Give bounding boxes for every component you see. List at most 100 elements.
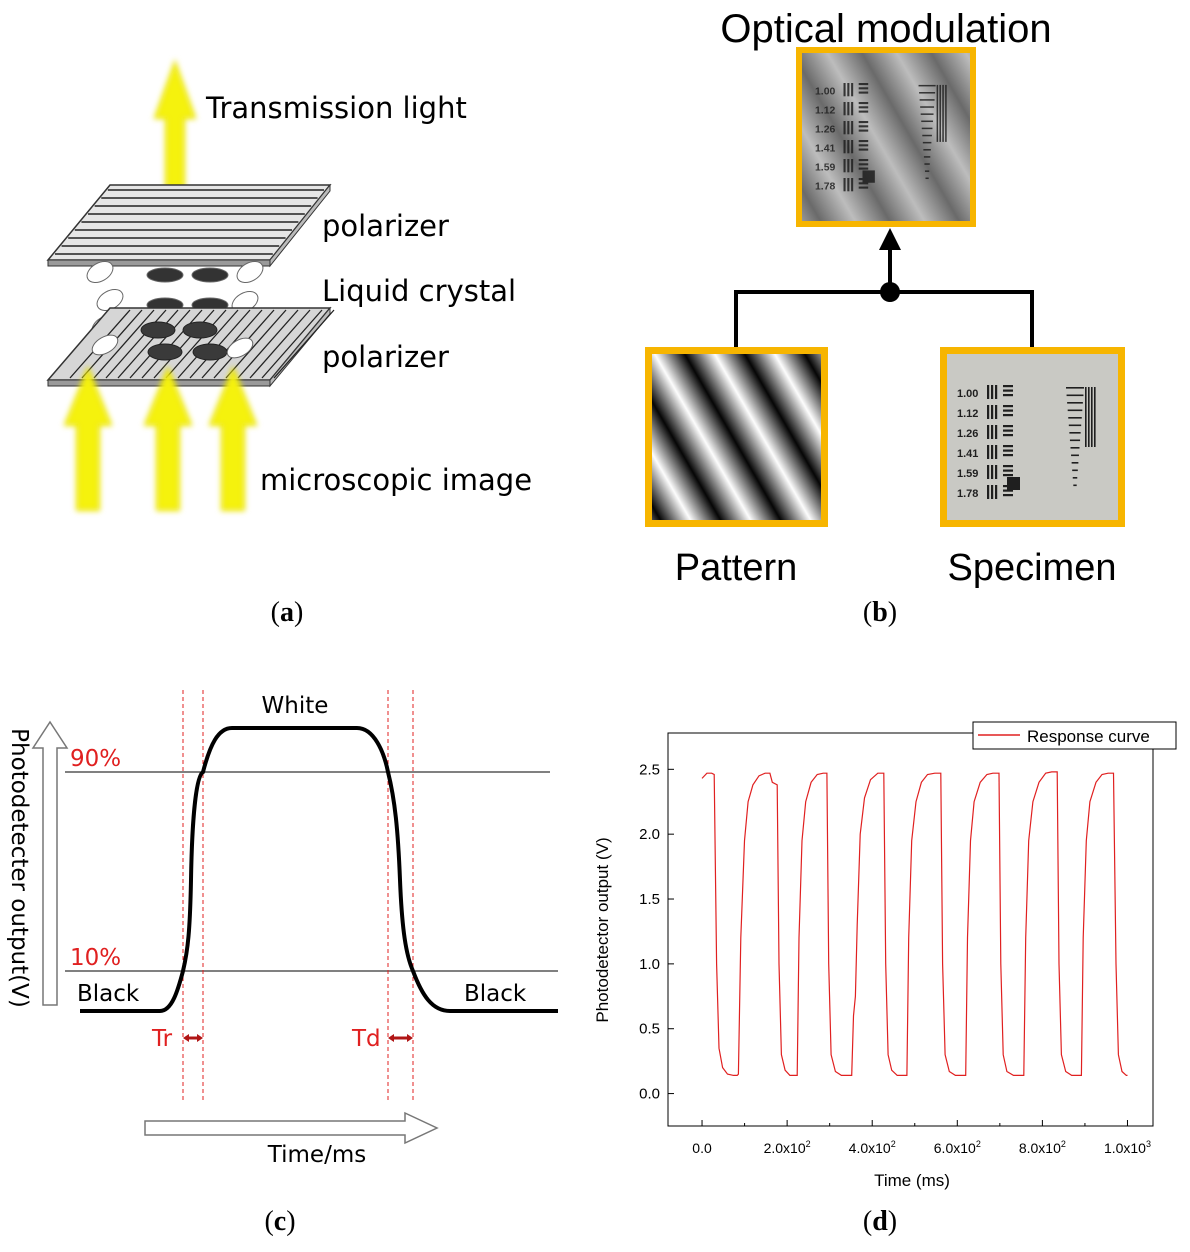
target-wedge-line bbox=[1072, 477, 1078, 479]
target-bar bbox=[858, 121, 869, 124]
lc-molecule-lower bbox=[147, 343, 183, 361]
target-wedge-line bbox=[919, 92, 936, 94]
target-bar bbox=[987, 385, 990, 399]
transition-markers bbox=[182, 690, 414, 1103]
target-bar bbox=[858, 102, 869, 105]
target-bar bbox=[858, 144, 869, 147]
lc-molecule bbox=[86, 261, 114, 283]
y-tick-label: 0.0 bbox=[639, 1086, 660, 1103]
target-bar bbox=[1003, 389, 1013, 392]
legend: Response curve bbox=[972, 721, 1177, 750]
lc-molecule bbox=[236, 261, 264, 283]
target-bar bbox=[995, 405, 998, 419]
target-wedge-bar bbox=[1085, 387, 1087, 447]
bottom-polarizer-label: polarizer bbox=[322, 340, 449, 374]
target-wedge-bar bbox=[936, 84, 939, 142]
transmission-light-label: Transmission light bbox=[205, 91, 467, 125]
target-bar bbox=[847, 159, 850, 173]
target-bar bbox=[991, 465, 994, 479]
target-wedge-bar bbox=[1091, 387, 1093, 447]
specimen-label: Specimen bbox=[948, 547, 1117, 589]
y-axis-arrow bbox=[31, 720, 69, 1006]
target-bar bbox=[851, 178, 854, 192]
target-bar bbox=[991, 485, 994, 499]
target-bar bbox=[858, 125, 869, 128]
lc-molecule bbox=[146, 267, 184, 283]
pattern-label: Pattern bbox=[675, 547, 798, 589]
target-bar bbox=[843, 159, 846, 173]
target-bar bbox=[858, 163, 869, 166]
target-bar bbox=[987, 405, 990, 419]
target-wedge-line bbox=[1069, 439, 1081, 442]
target-bar bbox=[995, 425, 998, 439]
black-left-label: Black bbox=[77, 981, 140, 1007]
decay-arrowhead-left bbox=[388, 1034, 394, 1042]
panel-c-response-schematic: Photodetecter output(V) White Black Blac… bbox=[6, 690, 558, 1237]
target-wedge-line bbox=[1066, 387, 1084, 389]
target-wedge-line bbox=[1068, 417, 1082, 419]
target-bar bbox=[858, 87, 869, 90]
panel-b-caption: (b) bbox=[863, 597, 897, 628]
target-wedge-line bbox=[920, 113, 934, 115]
target-number: 1.41 bbox=[957, 448, 978, 460]
y-tick-label: 0.5 bbox=[639, 1021, 660, 1038]
y-axis-ticks: 0.00.51.01.52.02.5 bbox=[639, 761, 674, 1103]
target-bar bbox=[1003, 385, 1013, 388]
target-bar bbox=[995, 385, 998, 399]
pattern-image bbox=[645, 347, 828, 527]
bottom-polarizer bbox=[46, 306, 335, 388]
target-number: 1.59 bbox=[957, 468, 978, 480]
lc-molecule-lower bbox=[226, 337, 254, 359]
target-wedge-line bbox=[1067, 402, 1083, 404]
ninety-percent-label: 90% bbox=[70, 746, 121, 772]
target-bar bbox=[843, 83, 846, 97]
panel-a-lcd-diagram: Transmission light polarizer Liquid crys… bbox=[46, 59, 532, 628]
target-bar bbox=[1003, 465, 1013, 468]
target-number: 1.78 bbox=[957, 488, 978, 500]
target-wedge-line bbox=[923, 156, 931, 158]
d-ylabel: Photodetector output (V) bbox=[593, 837, 612, 1022]
target-wedge-line bbox=[921, 120, 933, 123]
target-bar bbox=[991, 405, 994, 419]
white-label: White bbox=[262, 693, 329, 719]
transmission-light-arrow bbox=[153, 59, 197, 206]
lc-molecule bbox=[191, 267, 229, 283]
optical-modulation-title: Optical modulation bbox=[720, 7, 1051, 51]
target-bar bbox=[858, 167, 869, 170]
microscopic-image-label: microscopic image bbox=[260, 463, 532, 497]
lc-molecule-lower bbox=[91, 334, 119, 356]
plot-frame bbox=[667, 732, 1154, 1127]
lc-molecule-lower bbox=[140, 321, 176, 339]
target-bar bbox=[991, 385, 994, 399]
panel-c-caption: (c) bbox=[264, 1206, 295, 1237]
decay-arrowhead-right bbox=[407, 1034, 413, 1042]
target-bar bbox=[1003, 394, 1013, 397]
target-wedge-line bbox=[1071, 462, 1079, 464]
target-bar bbox=[1003, 494, 1013, 497]
target-bar bbox=[1003, 449, 1013, 452]
y-tick-label: 1.0 bbox=[639, 956, 660, 973]
response-curve-line bbox=[701, 771, 1128, 1076]
target-wedge-line bbox=[919, 99, 935, 101]
x-tick-label: 8.0x102 bbox=[1019, 1139, 1066, 1156]
target-bar bbox=[858, 159, 869, 162]
target-wedge-line bbox=[1066, 394, 1084, 397]
y-tick-label: 1.5 bbox=[639, 891, 660, 908]
target-wedge-line bbox=[1073, 484, 1077, 487]
target-bar bbox=[1003, 474, 1013, 477]
target-wedge-line bbox=[923, 149, 931, 151]
target-number: 1.26 bbox=[815, 124, 836, 135]
top-polarizer-label: polarizer bbox=[322, 209, 449, 243]
panel-b-optical-modulation: Optical modulation 1.001.121.261.411.591… bbox=[645, 7, 1125, 628]
target-bar bbox=[858, 182, 869, 185]
target-bar bbox=[987, 465, 990, 479]
target-square bbox=[1007, 477, 1020, 490]
target-wedge-bar bbox=[945, 84, 947, 142]
target-bar bbox=[858, 129, 869, 132]
target-bar bbox=[1003, 445, 1013, 448]
x-tick-label: 0.0 bbox=[692, 1140, 712, 1156]
target-wedge-bar bbox=[1088, 387, 1090, 447]
d-xlabel: Time (ms) bbox=[874, 1171, 950, 1190]
